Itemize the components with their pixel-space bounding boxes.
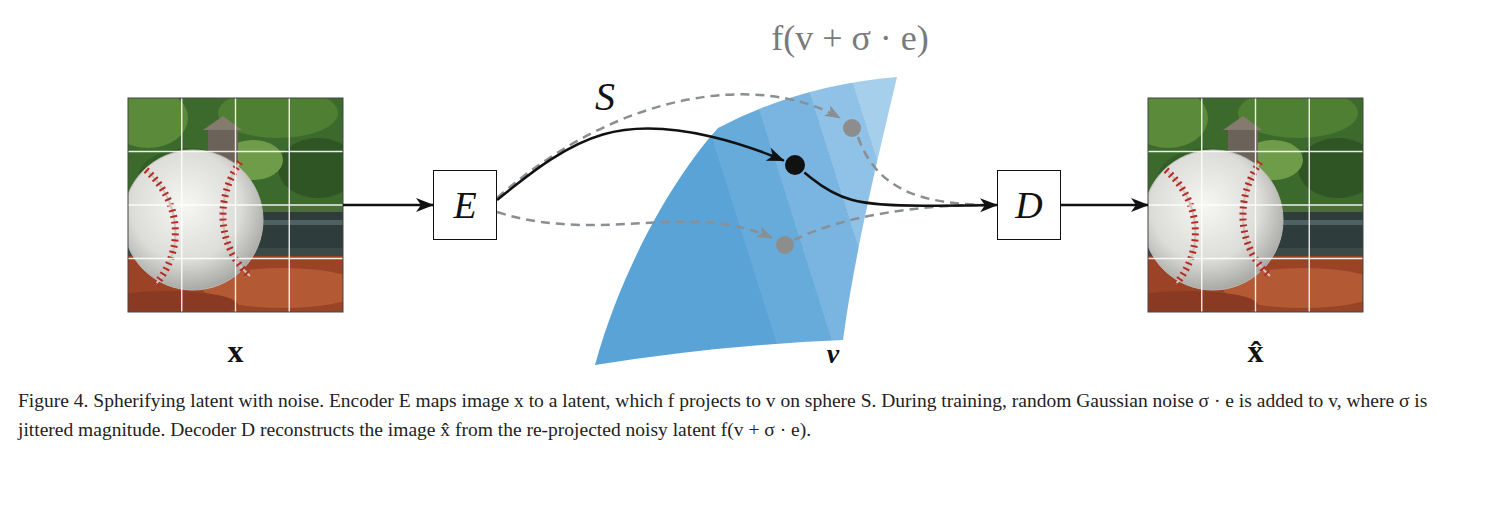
latent-point: v: [785, 155, 805, 175]
output-image: x̂: [1148, 98, 1363, 312]
sphere-patch: [595, 77, 897, 365]
input-photo: [98, 88, 363, 319]
sphere-name: S: [595, 77, 615, 117]
noisy-point: [843, 119, 861, 137]
module-name: D: [1015, 186, 1042, 224]
encoder-box: E: [433, 170, 497, 240]
symbol-name: x̂: [1248, 335, 1264, 367]
noise-formula: f(v + σ · e): [771, 20, 929, 56]
decoder-box: D: [997, 170, 1061, 240]
output-photo: [1118, 88, 1383, 319]
noisy-point: [776, 236, 794, 254]
sphere-surface: vS: [595, 77, 897, 365]
sphere-patch: [595, 77, 897, 365]
module-name: E: [453, 186, 476, 224]
flow-arrow: [1061, 204, 1148, 207]
flow-arrow: [343, 204, 433, 207]
input-image: x: [128, 98, 343, 312]
symbol-name: x: [228, 335, 244, 367]
figure-caption: Figure 4. Spherifying latent with noise.…: [18, 386, 1478, 444]
